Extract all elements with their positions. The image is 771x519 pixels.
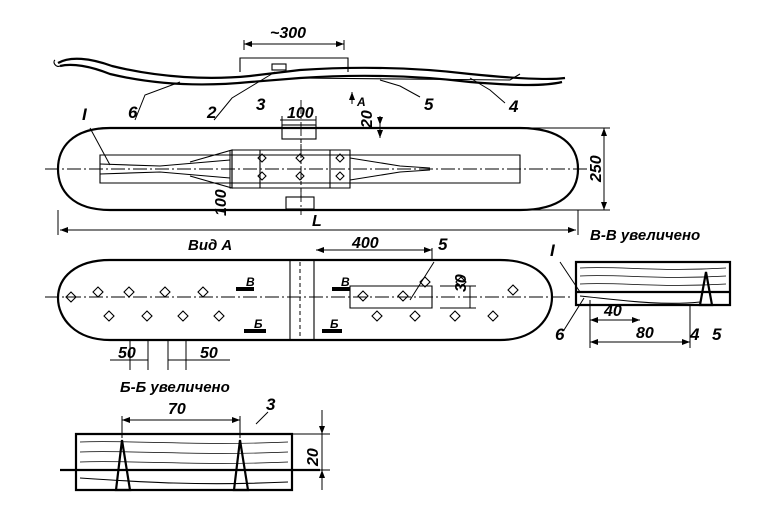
callout-5-middle: 5 [438,235,448,254]
rail-gap-dimension: 30 [453,274,470,292]
callout-6-right: 6 [555,325,565,344]
ski-length-dimension: L [312,213,322,230]
view-a-caption: Вид А [188,237,232,254]
view-a-underside [45,247,570,370]
section-bb [60,410,330,492]
callout-4-top: 4 [508,97,519,116]
section-bb-caption: Б-Б увеличено [120,379,230,396]
plate-length-dimension: 100 [213,189,230,216]
section-mark-b-left: В [246,275,255,289]
hole-pitch-right-dimension: 50 [200,345,218,362]
section-vv [559,260,732,348]
ski-side-view [53,40,566,104]
section-vv-caption: В-В увеличено [590,227,700,244]
binding-span-dimension: ~300 [270,25,306,42]
rail-length-dimension: 400 [351,235,379,252]
callout-5-top: 5 [424,95,434,114]
section-bb-dimension-b: 20 [305,448,322,467]
section-mark-b-right: В [341,275,350,289]
callout-3-top: 3 [256,95,266,114]
callout-5-right: 5 [712,325,722,344]
hole-pitch-left-dimension: 50 [118,345,136,362]
callout-1-top: I [82,105,88,124]
callout-2-top: 2 [206,103,217,122]
ski-plan-view [45,100,610,235]
callout-4-right: 4 [689,325,700,344]
plate-width-dimension: 100 [287,105,314,122]
section-vv-dimension-a: 40 [603,303,622,320]
section-vv-dimension-b: 80 [636,325,654,342]
section-bb-dimension-a: 70 [168,401,186,418]
section-mark-bb-right: Б [330,317,339,331]
callout-3-bottom: 3 [266,395,276,414]
view-a-arrow-label: А [356,95,366,109]
callout-6-top: 6 [128,103,138,122]
plate-offset-dimension: 20 [359,110,376,129]
ski-width-dimension: 250 [588,155,605,183]
top-leader-lines [89,71,506,166]
callout-1-right: I [550,241,556,260]
section-mark-bb-left: Б [254,317,263,331]
